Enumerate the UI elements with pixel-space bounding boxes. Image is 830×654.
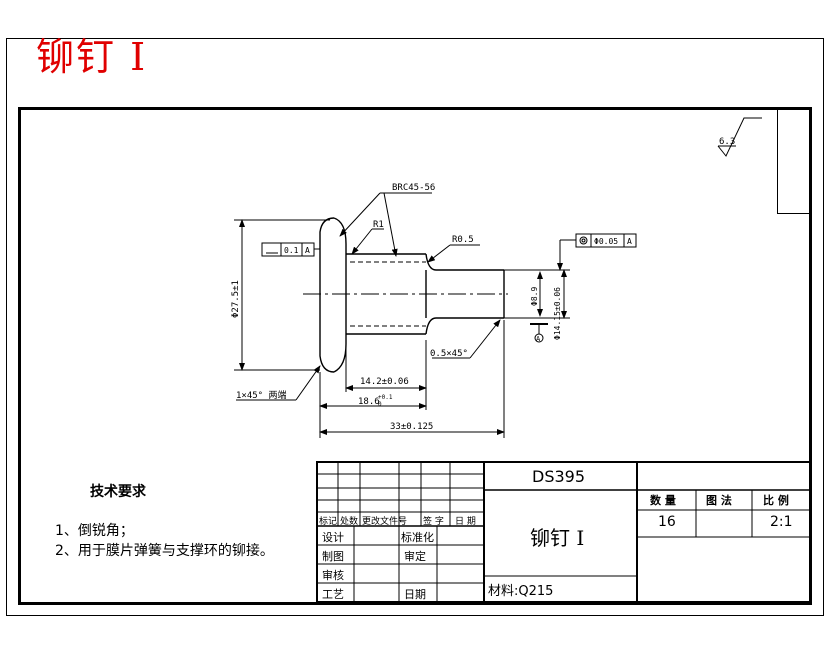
flatness-value: 0.1 [284,246,299,255]
dim-length-18-tol: +0.1 [378,394,393,401]
dim-length-14 [345,340,427,410]
corner-stamp-box [777,109,811,214]
page-title: 铆钉 I [36,35,148,79]
rev-header-sign: 签 字 [423,517,444,527]
quantity-label: 数 量 [650,494,676,507]
chamfer-right-callout [432,319,501,359]
scale-label: 比 例 [763,494,789,507]
drawing-number: DS395 [532,467,586,486]
concentricity-datum: A [627,237,632,246]
rev-header-date: 日 期 [455,517,476,527]
concentricity-value: Φ0.05 [594,237,618,246]
drawing-method-label: 图 法 [706,494,732,507]
dim-head-diameter [234,219,330,371]
drawing-frame [18,107,812,605]
dim-shank-diameter [504,269,570,319]
roughness-value: 6.3 [719,137,735,147]
requirements-heading: 技术要求 [90,484,146,500]
dim-bore-diameter-label: Φ8.9 [530,287,539,306]
dim-length-18-tol2: 0 [378,401,382,408]
part-name: 铆钉 I [530,526,585,550]
requirement-item-2: 2、用于膜片弹簧与支撑环的铆接。 [55,543,274,559]
rev-header-count: 处数 [340,517,359,527]
thread-callout [339,192,432,257]
concentricity-frame [557,233,637,271]
chamfer-left-label: 1×45° 两端 [236,389,287,401]
dim-shank-diameter-label: Φ14.15±0.06 [553,287,562,340]
radius-r1-label: R1 [373,220,384,230]
flatness-frame [261,242,320,257]
rev-header-file: 更改文件号 [362,517,408,527]
radius-r1-callout [351,228,384,255]
thread-label: BRC45-56 [392,183,435,193]
scale-value: 2:1 [770,514,793,530]
rev-header-mark: 标记 [319,517,338,527]
radius-r05-label: R0.5 [452,235,474,245]
roughness-symbol [717,117,762,157]
datum-symbol [530,323,548,343]
part-outline [319,217,505,373]
dim-length-33 [319,320,505,438]
draft-label: 制图 [322,550,344,563]
process-label: 工艺 [322,588,344,601]
dim-length-18 [319,372,427,438]
chamfer-right-label: 0.5×45° [430,349,468,359]
dim-head-diameter-label: Φ27.5±1 [231,280,241,318]
flatness-datum: A [305,246,310,255]
title-block-grid [316,461,811,603]
sheet-border [6,38,824,616]
material-label: 材料:Q215 [488,584,554,599]
check-label: 审核 [322,569,344,582]
quantity-value: 16 [658,514,676,530]
date-label: 日期 [404,588,426,601]
review-label: 审定 [404,550,426,563]
dim-length-33-label: 33±0.125 [390,422,433,432]
design-label: 设计 [322,531,344,544]
dim-length-14-label: 14.2±0.06 [360,377,409,387]
requirement-item-1: 1、倒锐角； [55,523,134,539]
chamfer-left-callout [236,365,321,401]
datum-label: A [536,335,541,343]
standardize-label: 标准化 [401,531,434,544]
dim-length-18-label: 18.6 [358,397,380,407]
radius-r05-callout [427,244,480,263]
